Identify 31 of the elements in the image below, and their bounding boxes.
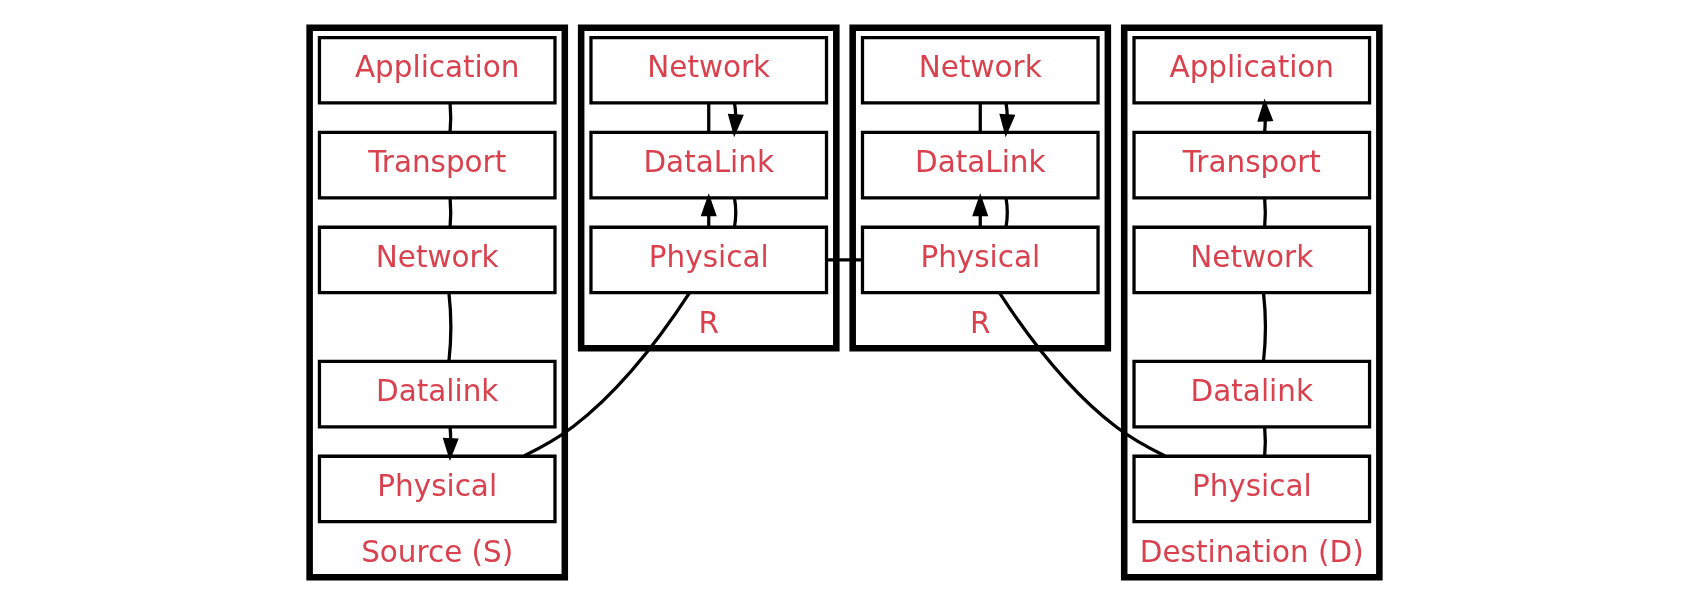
node-box: Network (1131, 225, 1371, 295)
node-box: Network (860, 35, 1100, 105)
connector (447, 103, 452, 133)
arrow (998, 103, 1015, 138)
connector (978, 103, 982, 133)
node-box: DataLink (860, 130, 1100, 200)
connector (447, 198, 452, 228)
connector (522, 291, 691, 458)
arrow (1256, 98, 1273, 133)
connector (1262, 427, 1267, 457)
connector (1261, 293, 1267, 362)
node-box: Datalink (317, 359, 557, 429)
node-box: Physical (1131, 454, 1371, 524)
connector (1262, 198, 1267, 228)
node-box: Network (588, 35, 828, 105)
connector (706, 103, 710, 133)
connector (446, 293, 452, 362)
node-box: Transport (317, 130, 557, 200)
node-box: Datalink (1131, 359, 1371, 429)
node-box: Physical (317, 454, 557, 524)
node-box: Network (317, 225, 557, 295)
node-box: Application (1131, 35, 1371, 105)
connector (826, 258, 862, 262)
node-box: Transport (1131, 130, 1371, 200)
node-box: Physical (860, 225, 1100, 295)
node-box: DataLink (588, 130, 828, 200)
connector (997, 291, 1166, 458)
node-box: Physical (588, 225, 828, 295)
node-box: Application (317, 35, 557, 105)
connector (1003, 198, 1009, 228)
connector (732, 198, 737, 228)
